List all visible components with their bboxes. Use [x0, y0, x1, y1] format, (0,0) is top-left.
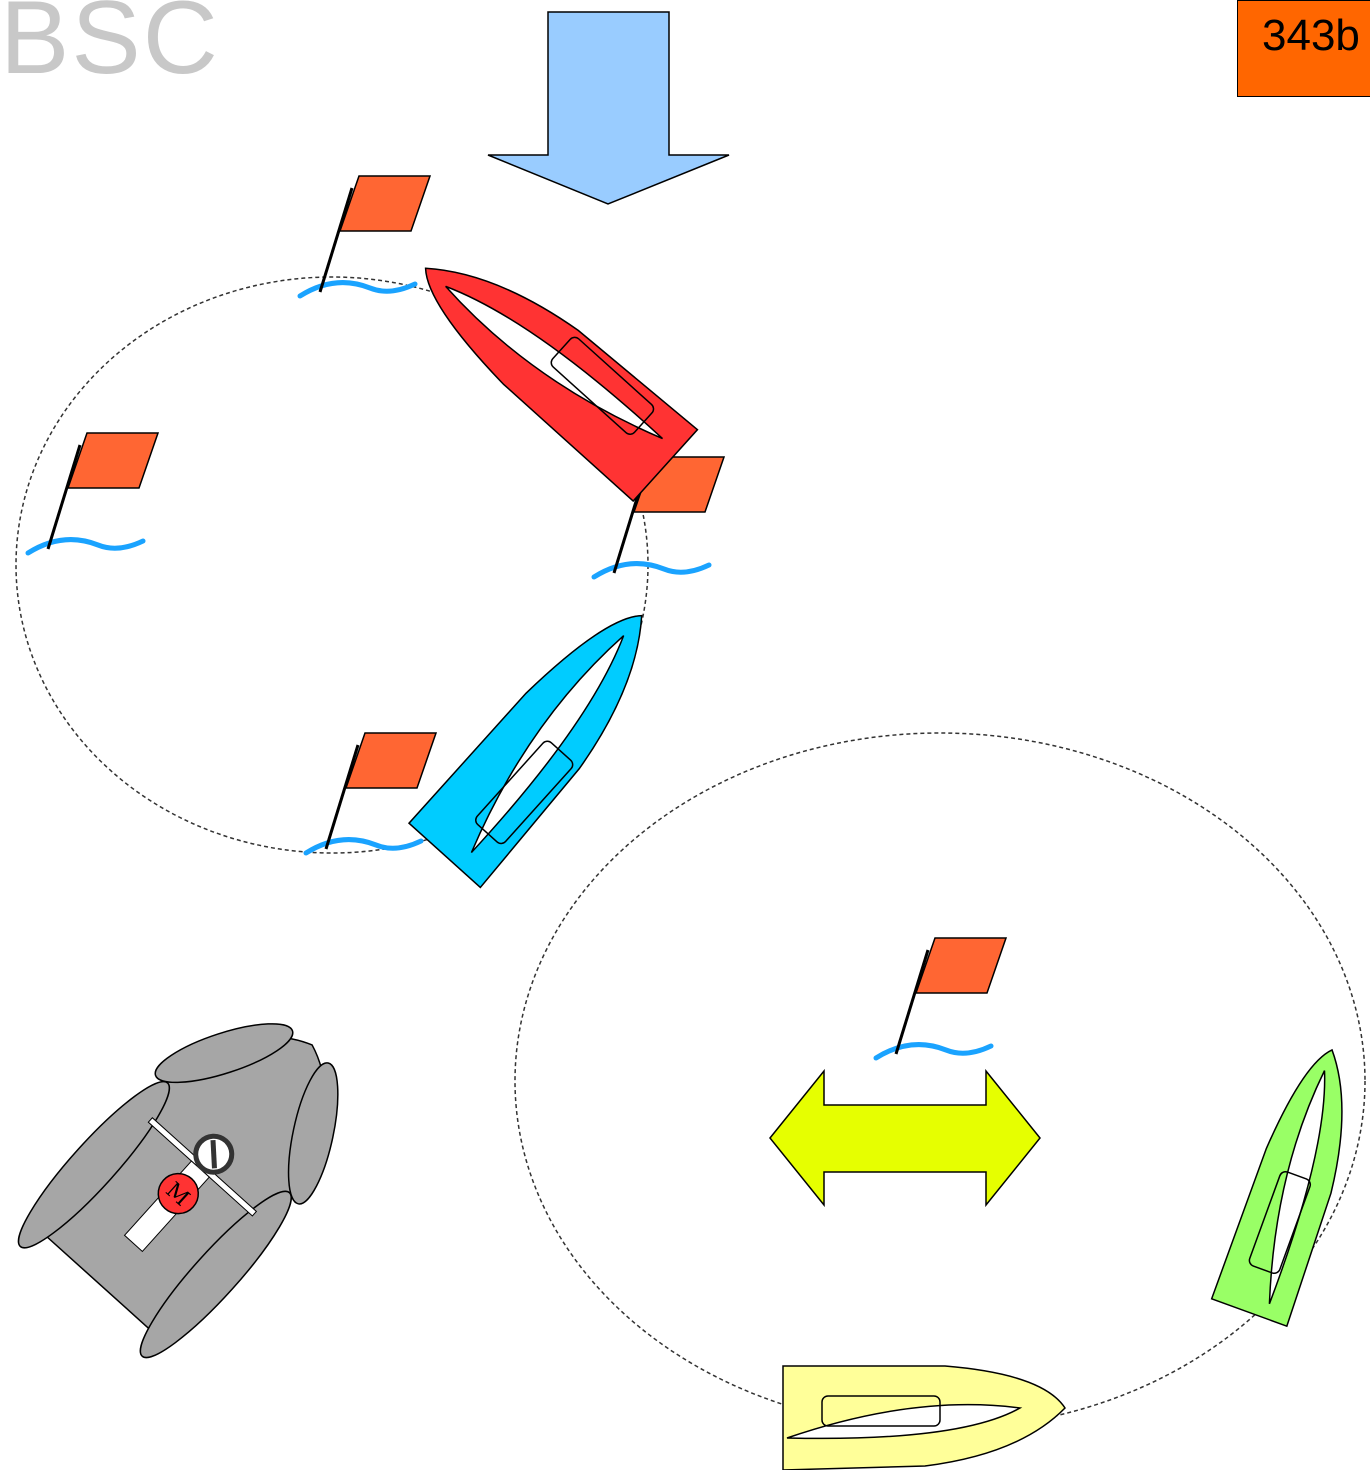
mark-flag-icon-center	[876, 938, 1006, 1058]
blue-boat-icon	[409, 593, 688, 888]
double-arrow-icon	[770, 1071, 1040, 1205]
red-boat-icon	[403, 222, 698, 501]
wind-arrow-icon	[488, 12, 729, 204]
committee-boat-icon: M	[0, 964, 401, 1378]
mark-flag-icon-left	[28, 433, 158, 553]
zone-circle-lower	[515, 733, 1365, 1429]
yellow-boat-icon	[783, 1366, 1065, 1470]
green-boat-icon	[1212, 1040, 1370, 1326]
mark-flag-icon-bottom	[306, 733, 436, 853]
